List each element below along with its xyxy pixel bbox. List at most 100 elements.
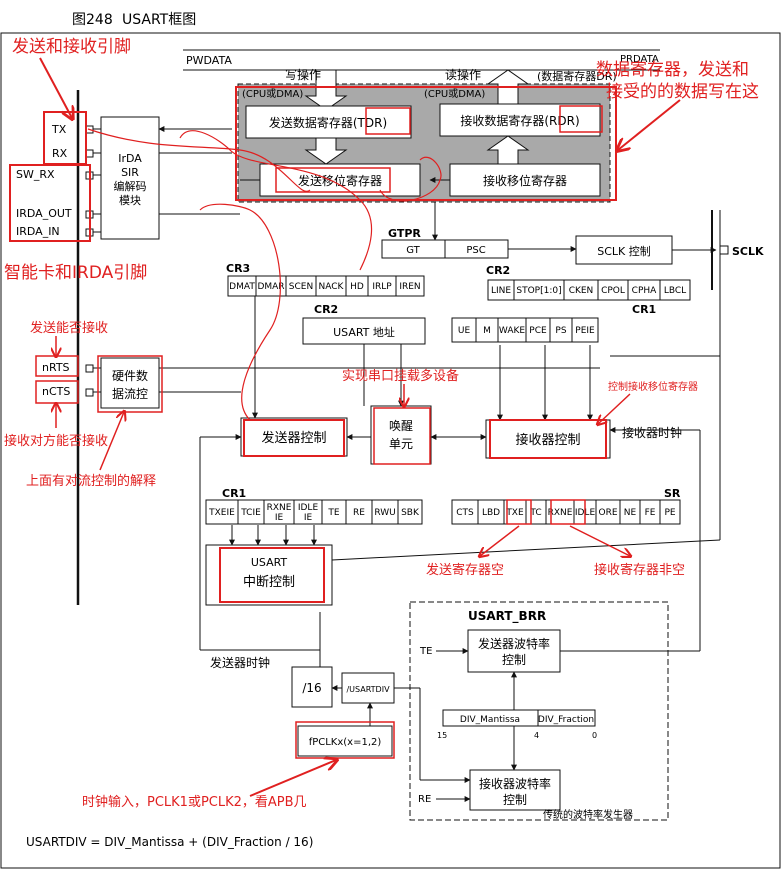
cr3-bit-label: IRLP [372, 282, 392, 292]
scribble-tx-ctrl-path [199, 203, 281, 421]
sclk-control-block [575, 235, 673, 265]
highlight-fpclk [295, 721, 395, 759]
cr3-bit-label: DMAR [257, 282, 284, 292]
highlight-tdr [365, 107, 411, 135]
cr1r-bit-label: PS [555, 326, 566, 336]
sr-bit-label: NE [624, 508, 637, 518]
hw-flow-label-1: 硬件数 [112, 368, 148, 383]
div16-block [291, 666, 333, 708]
tx-control-label: 发送器控制 [261, 430, 326, 446]
note-multi-dev: 实现串口挂载多设备 [342, 368, 459, 384]
gtpr-name: GTPR [388, 227, 421, 240]
write-arrow [304, 69, 348, 111]
bit-4: 4 [534, 731, 539, 740]
irq-label-2: 中断控制 [243, 575, 295, 590]
cr1r-bit-cell [571, 317, 599, 343]
usart-interrupt-control [205, 544, 333, 606]
cr3-name: CR3 [226, 262, 250, 275]
data-reg-dr-label: (数据寄存器DR) [537, 69, 617, 83]
baud-gen-label: 传统的波特率发生器 [543, 808, 633, 821]
sr-bit-label: TXE [505, 508, 524, 518]
gtpr-gt: GT [406, 245, 420, 256]
cr1r-bit-label: UE [458, 326, 471, 336]
gtpr-psc: PSC [466, 245, 485, 256]
rx-shift-label: 接收移位寄存器 [483, 173, 567, 188]
irda-codec-block [100, 116, 160, 240]
annotation-layer [9, 57, 681, 797]
cr1b-bit-label: TE [327, 508, 339, 518]
te-input-label: TE [419, 646, 432, 657]
tdr-label: 发送数据寄存器(TDR) [269, 115, 387, 130]
figure-number: 图248 [72, 12, 113, 28]
read-op-label: 读操作 [445, 67, 481, 82]
div-fraction-label: DIV_Fraction [538, 715, 594, 725]
cr2-bit-label: LINE [491, 286, 511, 296]
outer-frame [0, 32, 781, 869]
usart-address-label: USART 地址 [333, 325, 395, 339]
cr2-name: CR2 [486, 264, 510, 277]
cr1b-bit-label: IDLE [298, 503, 319, 513]
cr1b-bit-cell [237, 499, 265, 525]
note-txe-empty: 发送寄存器空 [426, 562, 504, 578]
highlight-rdr [559, 105, 603, 133]
highlight-usart-irq [219, 547, 325, 603]
pin-ncts: nCTS [42, 385, 70, 398]
cr1b-bit-cell [263, 499, 295, 525]
tx-clock-label: 发送器时钟 [210, 655, 270, 670]
cr1b-bit-label: TXEIE [208, 508, 235, 518]
scribble-shift-path [379, 156, 442, 202]
cr1b-bit-cell [397, 499, 423, 525]
note-smartcard-irda: 智能卡和IRDA引脚 [4, 263, 147, 283]
cr1r-bit-label: WAKE [499, 326, 525, 336]
brr-register [442, 709, 596, 727]
shift-to-rdr-arrow [486, 135, 530, 165]
sr-bit-cell [451, 499, 479, 525]
pin-nrts: nRTS [42, 361, 70, 374]
tx-shift-register [259, 163, 421, 197]
arrow-rxne [569, 525, 630, 556]
tdr-to-shift-arrow [304, 137, 348, 165]
arrow-txe [480, 525, 520, 556]
sclk-control-label: SCLK 控制 [597, 244, 651, 258]
cr2-bit-label: CPHA [632, 286, 657, 296]
note-pins-txrx: 发送和接收引脚 [12, 37, 131, 57]
scribble-tx-path [87, 128, 311, 193]
fpclk-label: fPCLKx(x=1,2) [309, 737, 382, 748]
pin-tx: TX [51, 123, 67, 136]
cr1b-bit-label: RWU [374, 508, 395, 518]
sr-bit-label: FE [645, 508, 656, 518]
cr1r-bit-cell [525, 317, 551, 343]
sr-bit-cell [659, 499, 681, 525]
irda-label-2: SIR [121, 166, 139, 179]
cr3-bit-label: DMAT [229, 282, 255, 292]
rx-shift-register [449, 163, 601, 197]
write-op-label: 写操作 [285, 67, 321, 82]
irda-label-3: 编解码 [114, 179, 147, 193]
rx-clock-label: 接收器时钟 [622, 425, 682, 440]
sr-name: SR [664, 487, 681, 500]
div16-label: /16 [302, 681, 321, 695]
cr1b-bit-label: RXNE [267, 503, 292, 513]
fpclk-block [297, 725, 393, 757]
tdr-block [245, 105, 412, 139]
note-send-enable: 发送能否接收 [30, 320, 108, 336]
wakeup-label-1: 唤醒 [389, 419, 413, 433]
cr1b-bit-cell [205, 499, 239, 525]
re-input-label: RE [418, 794, 431, 805]
note-peer-recv: 接收对方能否接收 [4, 433, 108, 449]
rdr-label: 接收数据寄存器(RDR) [460, 113, 579, 128]
highlight-rx-control [489, 419, 607, 459]
rx-baud-label-1: 接收器波特率 [479, 776, 551, 791]
note-data-reg-2: 接受的的数据写在这 [606, 82, 759, 102]
usartdiv-block [341, 672, 395, 704]
cpu-dma-left: (CPU或DMA) [242, 88, 303, 100]
sr-bit-label: RXNE [548, 508, 573, 518]
highlight-rxne [550, 499, 586, 525]
sr-bit-label: LBD [482, 508, 500, 518]
usartdiv-formula: USARTDIV = DIV_Mantissa + (DIV_Fraction … [26, 835, 313, 849]
cr1r-bit-label: M [483, 326, 491, 336]
cr2-bit-label: STOP[1:0] [516, 286, 561, 296]
